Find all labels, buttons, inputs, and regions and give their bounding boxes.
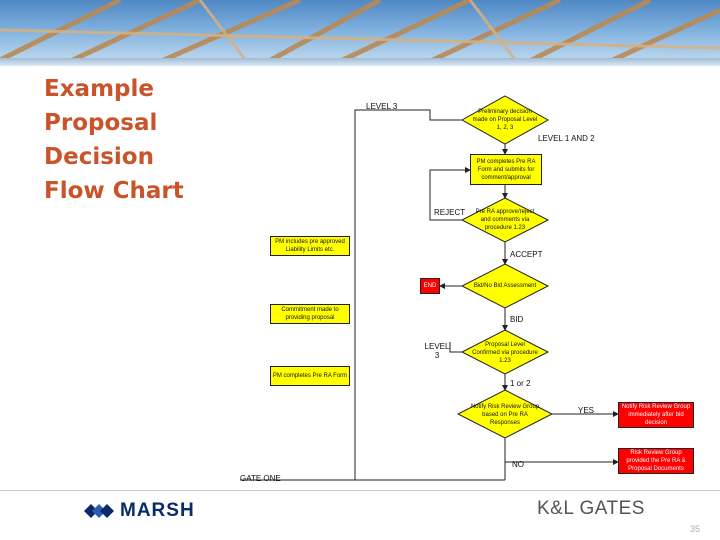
title-line: Flow Chart bbox=[44, 178, 184, 204]
title-line: Proposal bbox=[44, 110, 158, 136]
node-prelim-decision: Preliminary decision made on Proposal Le… bbox=[472, 109, 538, 131]
page-number: 35 bbox=[690, 524, 701, 534]
node-commitment: Commitment made to providing proposal bbox=[270, 304, 350, 324]
title-line: Example bbox=[44, 76, 154, 102]
label-one-or-two: 1 or 2 bbox=[510, 379, 531, 388]
node-notify-risk: Notify Risk Review Group based on Pre RA… bbox=[470, 404, 540, 426]
footer-divider bbox=[0, 490, 720, 491]
node-pm-pre-ra-form: PM completes Pre RA Form bbox=[270, 366, 350, 386]
marsh-logo-icon bbox=[84, 504, 114, 518]
node-proposal-level: Proposal Level Confirmed via procedure 1… bbox=[472, 342, 538, 364]
node-risk-review: Risk Review Group provided the Pre RA & … bbox=[618, 448, 694, 474]
kl-gates-logo: K&L GATES bbox=[537, 498, 645, 519]
title-line: Decision bbox=[44, 144, 154, 170]
slide-title: Example Proposal Decision Flow Chart bbox=[44, 72, 214, 208]
label-bid: BID bbox=[510, 315, 524, 324]
roof-truss-graphic bbox=[0, 0, 720, 66]
label-yes: YES bbox=[578, 406, 595, 415]
label-level3-mid: LEVEL 3 bbox=[424, 342, 450, 360]
header-banner-image bbox=[0, 0, 720, 66]
marsh-wordmark: MARSH bbox=[120, 500, 195, 521]
label-accept: ACCEPT bbox=[510, 250, 543, 259]
label-level3-top: LEVEL 3 bbox=[366, 102, 398, 111]
label-level12: LEVEL 1 AND 2 bbox=[538, 134, 595, 143]
label-no: NO bbox=[512, 460, 524, 469]
node-pre-ra-approval: Pre RA approve/reject and comments via p… bbox=[475, 209, 535, 231]
node-bid-no-bid: Bid/No Bid Assessment bbox=[473, 283, 537, 289]
label-gate-one: GATE ONE bbox=[240, 474, 281, 483]
label-reject: REJECT bbox=[434, 208, 466, 217]
node-notify-immediately: Notify Risk Review Group immediately aft… bbox=[618, 402, 694, 428]
banner-band bbox=[0, 58, 720, 66]
node-pm-liability: PM includes pre approved Liability Limit… bbox=[270, 236, 350, 256]
node-pm-pre-ra: PM completes Pre RA Form and submits for… bbox=[470, 154, 542, 185]
marsh-logo: MARSH bbox=[84, 500, 195, 522]
node-end: END bbox=[420, 278, 440, 294]
